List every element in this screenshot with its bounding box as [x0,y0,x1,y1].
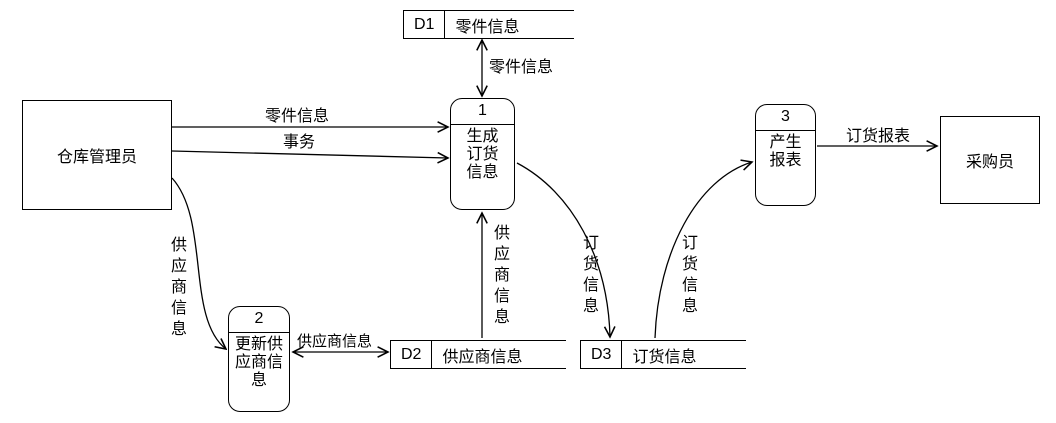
flow-arrow-manager-p2-supplier [171,177,226,349]
flow-label-order-report: 订货报表 [846,128,911,145]
datastore-id: D1 [404,11,446,38]
flow-label-supplier-info-d2-p1: 供应商信息 [491,224,508,329]
datastore-d2-supplier-info: D2 供应商信息 [390,340,566,369]
process-generate-report: 3 产生 报表 [755,104,816,206]
flow-label-transaction: 事务 [283,134,316,151]
datastore-d1-parts-info: D1 零件信息 [403,10,574,39]
process-number: 1 [451,99,514,125]
flow-arrow-manager-p1-transaction [171,150,448,158]
datastore-label: 零件信息 [455,18,520,36]
flow-label-parts-info-d1-p1: 零件信息 [489,59,554,76]
flow-arrow-p1-d3 [516,162,610,337]
process-update-supplier-info: 2 更新供 应商信 息 [228,306,290,412]
process-generate-order-info: 1 生成 订货 信息 [450,98,515,210]
datastore-id: D2 [391,341,433,368]
datastore-label: 订货信息 [632,348,697,366]
process-label: 更新供 应商信 息 [234,336,283,389]
flow-label-supplier-info-p2-d2: 供应商信息 [297,333,373,350]
process-number: 2 [229,307,289,333]
process-label: 产生 报表 [769,134,802,169]
datastore-id: D3 [581,341,623,368]
process-number: 3 [756,105,815,131]
flow-label-order-info-p1-d3: 订货信息 [580,234,597,318]
datastore-d3-order-info: D3 订货信息 [580,340,746,369]
entity-label: 仓库管理员 [56,149,137,166]
flow-label-parts-info-manager-p1: 零件信息 [265,108,330,125]
process-label: 生成 订货 信息 [466,128,499,181]
entity-warehouse-manager: 仓库管理员 [22,100,172,210]
flow-label-supplier-info-manager-p2: 供应商信息 [168,236,185,341]
flow-label-order-info-d3-p3: 订货信息 [679,234,696,318]
flow-arrow-d3-p3 [654,162,752,339]
datastore-label: 供应商信息 [442,348,523,366]
entity-label: 采购员 [965,154,1014,171]
entity-purchaser: 采购员 [940,116,1040,204]
